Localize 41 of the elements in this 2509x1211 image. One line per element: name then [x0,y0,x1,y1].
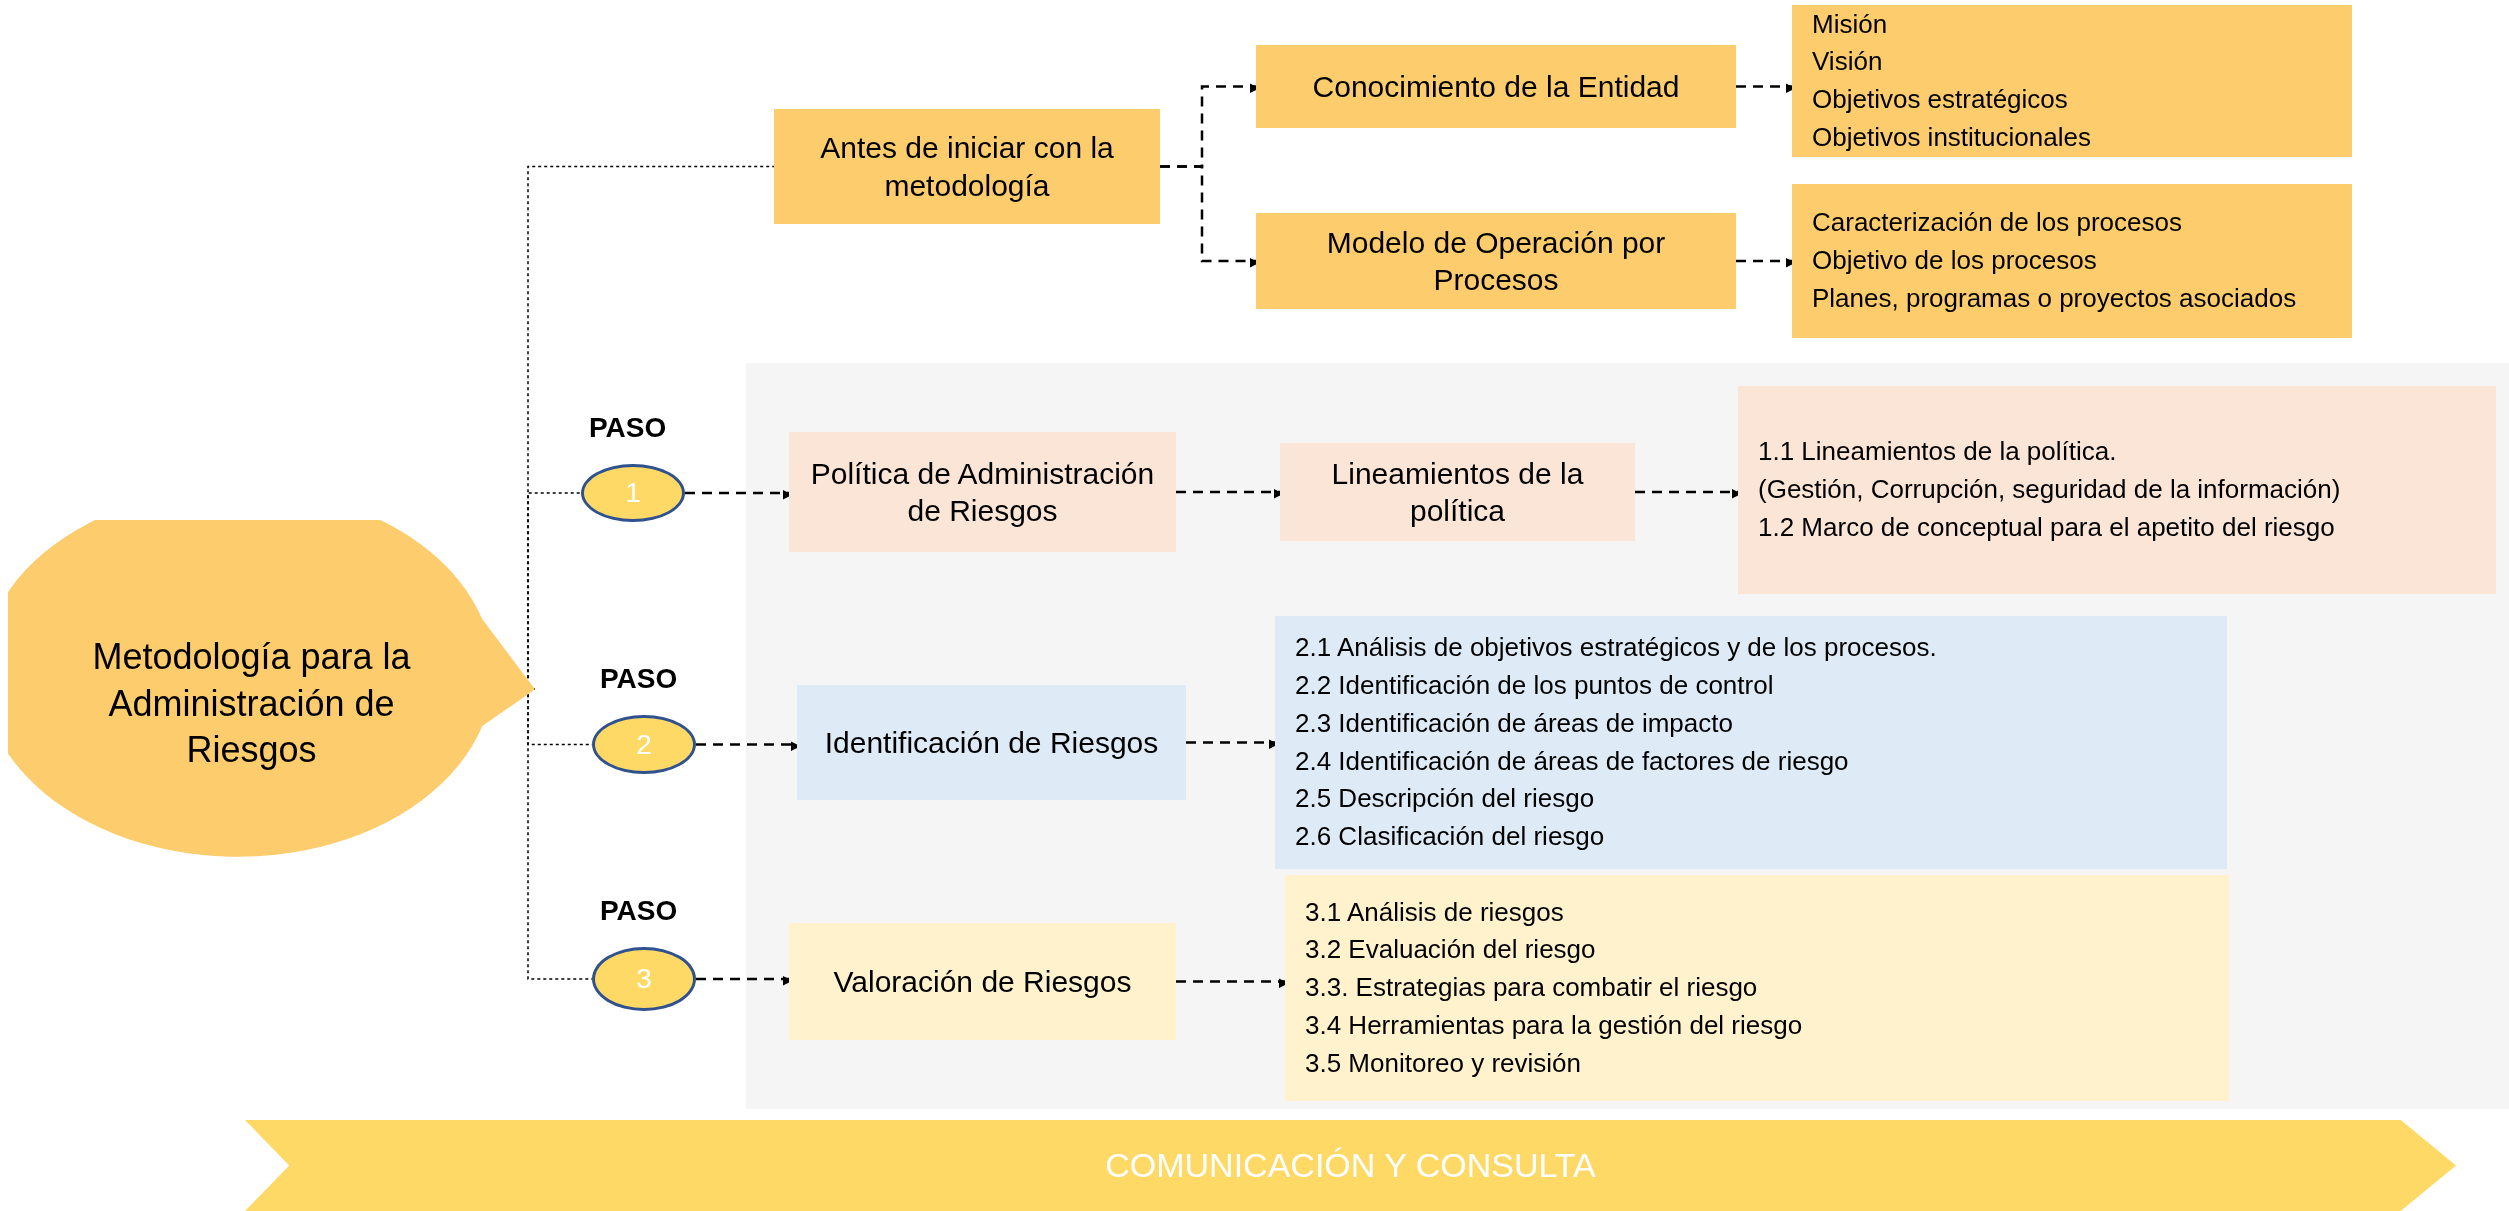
step-number: 2 [592,715,696,774]
process-box: Antes de iniciar con la metodología [774,109,1160,224]
list-item: 3.1 Análisis de riesgos [1305,895,1565,929]
list-item: 3.4 Herramientas para la gestión del riesgo [1305,1008,1804,1042]
list-item: Misión [1812,7,1889,41]
step-label: PASO [589,412,667,444]
list-item: 2.4 Identificación de áreas de factores de riesgo [1295,744,1850,778]
list-item: 2.3 Identificación de áreas de impacto [1295,706,1734,740]
list-box [1285,875,2229,1101]
chevron-banner: COMUNICACIÓN Y CONSULTA [245,1120,2456,1211]
list-item: 2.2 Identificación de los puntos de control [1295,669,1775,703]
list-box [1738,386,2496,594]
process-box: Modelo de Operación por Procesos [1256,213,1736,309]
step-label: PASO [600,663,678,695]
list-item: Planes, programas o proyectos asociados [1812,281,2298,315]
list-item: 3.2 Evaluación del riesgo [1305,933,1597,967]
step-number: 3 [592,947,696,1011]
process-box: Lineamientos de la política [1280,443,1635,541]
list-item: 3.3. Estrategias para combatir el riesgo [1305,971,1759,1005]
callout-text: Metodología para la Administración de Riesgos [91,634,412,773]
list-box [1275,616,2227,869]
list-item: 2.1 Análisis de objetivos estratégicos y de los procesos. [1295,631,1938,665]
list-item: Objetivo de los procesos [1812,244,2098,278]
list-item: (Gestión, Corrupción, seguridad de la información) [1758,473,2342,507]
list-item: Objetivos institucionales [1812,120,2092,154]
list-item: 1.2 Marco de conceptual para el apetito del riesgo [1758,510,2336,544]
list-box [1792,184,2352,338]
process-box: Valoración de Riesgos [789,923,1176,1040]
list-item: 1.1 Lineamientos de la política. [1758,435,2118,469]
step-number: 1 [581,464,685,522]
list-item: 2.5 Descripción del riesgo [1295,782,1596,816]
list-item: 2.6 Clasificación del riesgo [1295,819,1606,853]
list-item: 3.5 Monitoreo y revisión [1305,1046,1583,1080]
list-item: Objetivos estratégicos [1812,83,2069,116]
step-label: PASO [600,895,678,927]
process-box: Conocimiento de la Entidad [1256,45,1736,128]
process-box: Identificación de Riesgos [797,685,1186,800]
list-item: Visión [1812,45,1884,79]
list-item: Caracterización de los procesos [1812,206,2183,240]
process-box: Política de Administración de Riesgos [789,432,1176,552]
list-box [1792,5,2352,157]
